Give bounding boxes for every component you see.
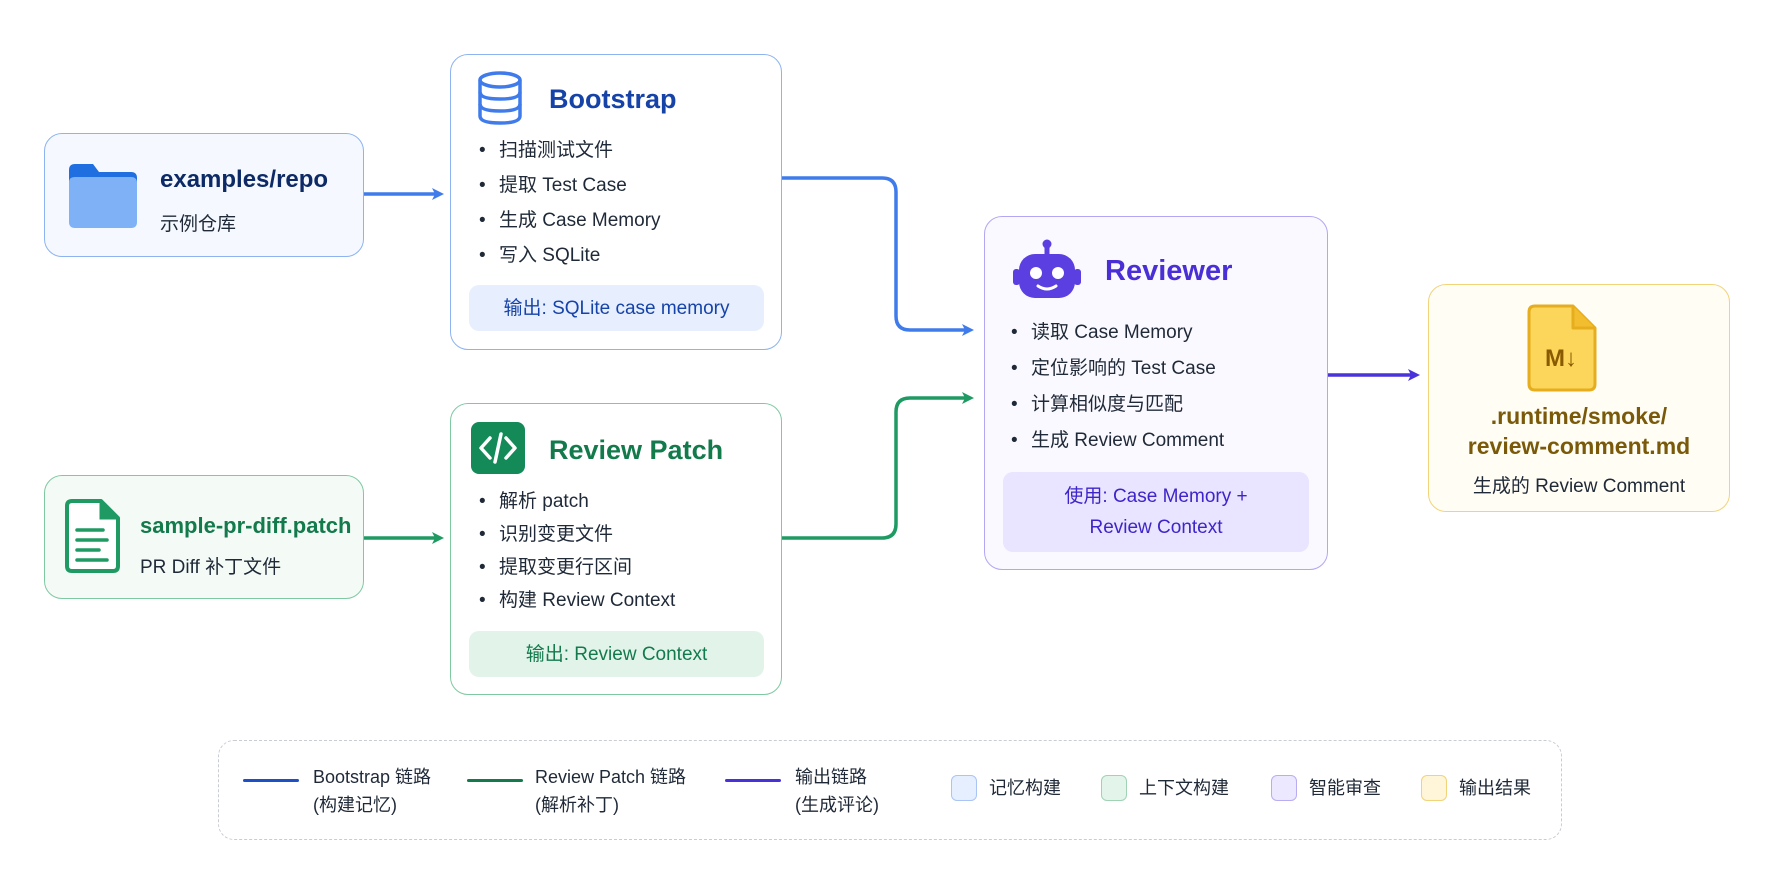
- reviewer-step: 读取 Case Memory: [1011, 323, 1224, 359]
- legend-label-line: Review Patch 链路: [535, 767, 687, 787]
- legend-swatch-memory: [951, 775, 977, 801]
- bootstrap-steps: 扫描测试文件 提取 Test Case 生成 Case Memory 写入 SQ…: [479, 141, 661, 281]
- code-icon: [471, 422, 525, 474]
- legend-line-review-patch: [467, 779, 523, 782]
- markdown-file-icon: [1527, 304, 1597, 392]
- legend-label-line: 输出链路: [795, 767, 867, 787]
- review-patch-step: 提取变更行区间: [479, 558, 675, 591]
- review-patch-steps: 解析 patch 识别变更文件 提取变更行区间 构建 Review Contex…: [479, 492, 675, 624]
- reviewer-title: Reviewer: [1105, 255, 1233, 287]
- output-title-line1: .runtime/smoke/: [1490, 403, 1668, 429]
- legend-swatch-output: [1421, 775, 1447, 801]
- legend-label-line: (生成评论): [795, 795, 879, 815]
- legend-swatch-review: [1271, 775, 1297, 801]
- legend-label-line: Bootstrap 链路: [313, 767, 432, 787]
- database-icon: [478, 71, 522, 125]
- review-patch-output-badge: 输出: Review Context: [469, 631, 764, 677]
- legend-label-review-patch: Review Patch 链路 (解析补丁): [535, 763, 686, 819]
- output-node: M↓ .runtime/smoke/ review-comment.md 生成的…: [1428, 284, 1730, 512]
- repo-node: examples/repo 示例仓库: [44, 133, 364, 257]
- review-patch-step: 构建 Review Context: [479, 591, 675, 624]
- patch-file-node: sample-pr-diff.patch PR Diff 补丁文件: [44, 475, 364, 599]
- repo-title: examples/repo: [160, 166, 329, 193]
- review-patch-step: 解析 patch: [479, 492, 675, 525]
- patch-file-subtitle: PR Diff 补丁文件: [140, 557, 282, 578]
- markdown-glyph: M↓: [1545, 345, 1577, 372]
- bootstrap-step: 提取 Test Case: [479, 176, 661, 211]
- legend-label-review: 智能审查: [1309, 778, 1381, 798]
- folder-icon: [69, 164, 137, 228]
- repo-subtitle: 示例仓库: [160, 214, 237, 235]
- output-subtitle: 生成的 Review Comment: [1472, 476, 1686, 497]
- legend-label-line: (解析补丁): [535, 795, 619, 815]
- legend-label-line: (构建记忆): [313, 795, 397, 815]
- reviewer-step: 生成 Review Comment: [1011, 431, 1224, 467]
- legend-swatch-context: [1101, 775, 1127, 801]
- output-title-line2: review-comment.md: [1467, 433, 1691, 459]
- reviewer-step: 计算相似度与匹配: [1011, 395, 1224, 431]
- reviewer-uses-line1: 使用: Case Memory +: [1064, 486, 1248, 507]
- robot-icon: [1013, 239, 1081, 298]
- legend-line-bootstrap: [243, 779, 299, 782]
- reviewer-uses-line2: Review Context: [1089, 517, 1223, 538]
- arrow-review-patch-to-reviewer: [782, 392, 974, 540]
- bootstrap-node: Bootstrap 扫描测试文件 提取 Test Case 生成 Case Me…: [450, 54, 782, 350]
- reviewer-uses-badge: 使用: Case Memory + Review Context: [1003, 472, 1309, 552]
- legend-label-context: 上下文构建: [1139, 778, 1229, 798]
- reviewer-node: Reviewer 读取 Case Memory 定位影响的 Test Case …: [984, 216, 1328, 570]
- arrow-bootstrap-to-reviewer: [782, 176, 974, 336]
- bootstrap-step: 生成 Case Memory: [479, 211, 661, 246]
- legend-label-memory: 记忆构建: [989, 778, 1061, 798]
- legend-label-bootstrap: Bootstrap 链路 (构建记忆): [313, 763, 431, 819]
- patch-file-title: sample-pr-diff.patch: [140, 513, 352, 538]
- legend-label-output-result: 输出结果: [1459, 778, 1531, 798]
- bootstrap-step: 写入 SQLite: [479, 246, 661, 281]
- document-icon: [65, 499, 120, 573]
- bootstrap-output-badge: 输出: SQLite case memory: [469, 285, 764, 331]
- reviewer-steps: 读取 Case Memory 定位影响的 Test Case 计算相似度与匹配 …: [1011, 323, 1224, 467]
- review-patch-title: Review Patch: [549, 435, 724, 465]
- review-patch-step: 识别变更文件: [479, 525, 675, 558]
- bootstrap-step: 扫描测试文件: [479, 141, 661, 176]
- legend-label-output: 输出链路 (生成评论): [795, 763, 879, 819]
- reviewer-step: 定位影响的 Test Case: [1011, 359, 1224, 395]
- review-patch-node: Review Patch 解析 patch 识别变更文件 提取变更行区间 构建 …: [450, 403, 782, 695]
- legend-line-output: [725, 779, 781, 782]
- legend: Bootstrap 链路 (构建记忆) Review Patch 链路 (解析补…: [218, 740, 1562, 840]
- bootstrap-title: Bootstrap: [549, 84, 677, 114]
